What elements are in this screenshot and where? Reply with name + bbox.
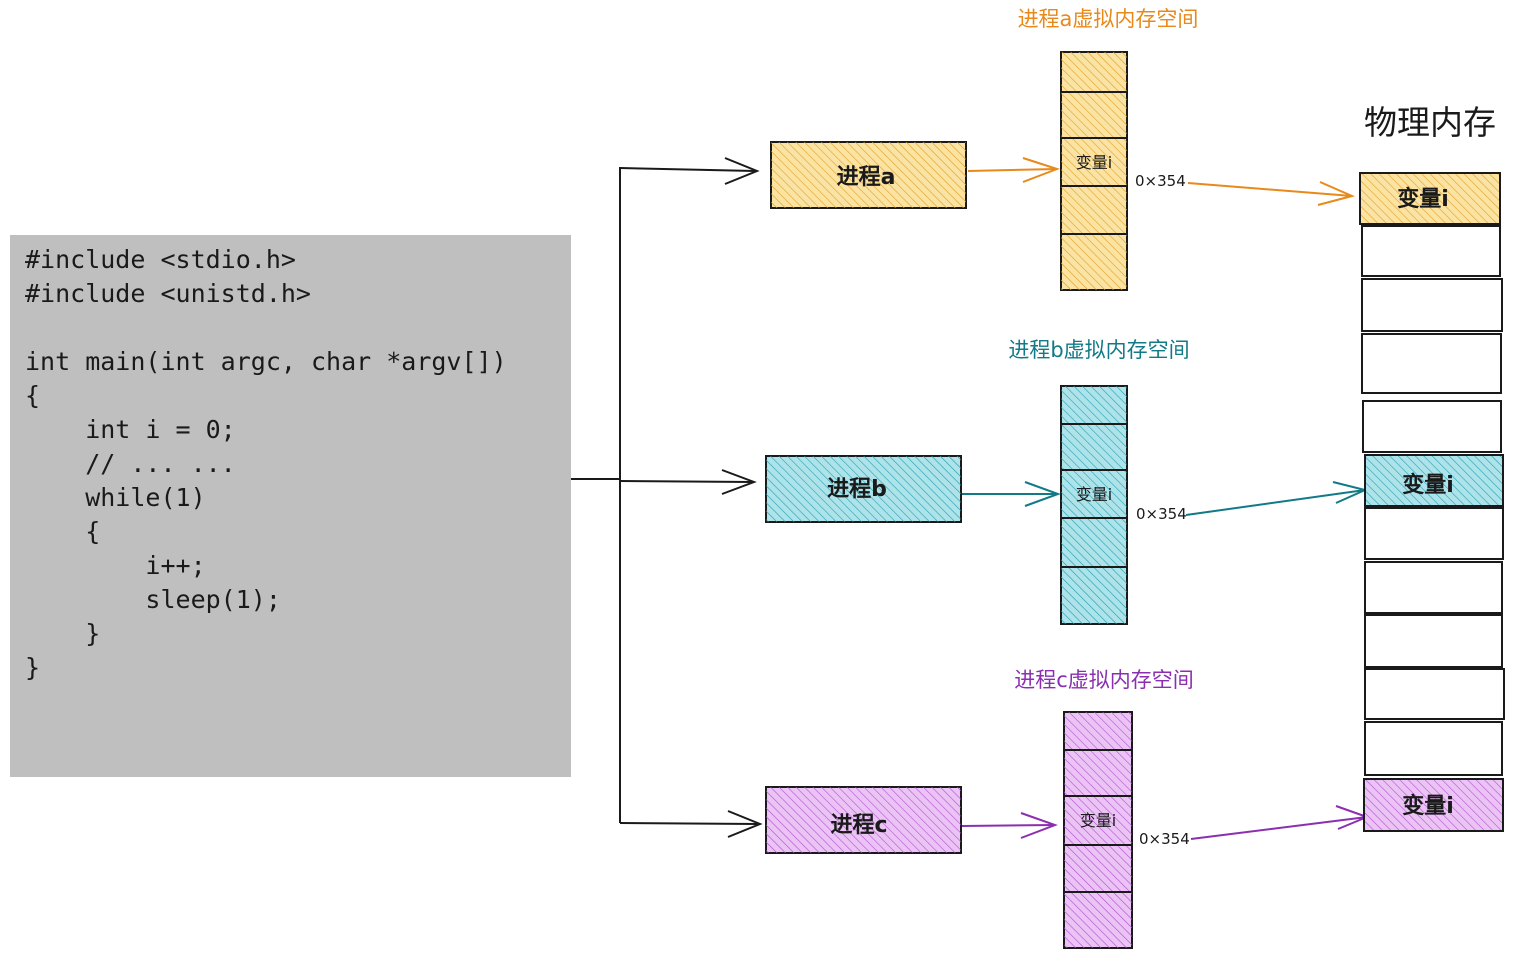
process-b-label: 进程b <box>827 477 887 502</box>
virtual-space-c-title: 进程c虚拟内存空间 <box>1014 668 1194 692</box>
virtual-memory-a: 变量i <box>1060 51 1128 291</box>
mapping-c-arrow <box>1190 805 1370 840</box>
address-a-label: 0×354 <box>1135 172 1186 190</box>
process-a-arrow <box>967 157 1061 183</box>
mapping-a-arrow <box>1187 181 1356 206</box>
physical-slot-c-label: 变量i <box>1402 793 1454 819</box>
process-c-arrow <box>961 812 1058 839</box>
virtual-memory-b: 变量i <box>1060 385 1128 625</box>
virtual-space-a-title: 进程a虚拟内存空间 <box>1018 7 1199 31</box>
physical-memory <box>1359 172 1505 832</box>
address-c-label: 0×354 <box>1139 830 1190 848</box>
virtual-b-slot-label: 变量i <box>1076 485 1112 504</box>
process-a: 进程a <box>770 141 967 209</box>
process-b: 进程b <box>765 455 962 523</box>
physical-slot-b-label: 变量i <box>1402 472 1454 498</box>
process-b-arrow <box>962 481 1061 507</box>
process-a-label: 进程a <box>837 165 896 190</box>
code-listing: #include <stdio.h> #include <unistd.h> i… <box>25 245 507 682</box>
virtual-space-b-title: 进程b虚拟内存空间 <box>1008 338 1189 362</box>
address-b-label: 0×354 <box>1136 505 1187 523</box>
physical-memory-title: 物理内存 <box>1364 103 1496 142</box>
virtual-c-slot-label: 变量i <box>1080 811 1116 830</box>
process-c-label: 进程c <box>830 813 887 838</box>
mapping-b-arrow <box>1185 481 1369 516</box>
branch-connector <box>571 157 763 838</box>
process-c: 进程c <box>765 786 962 854</box>
virtual-memory-c: 变量i <box>1063 711 1133 949</box>
code-panel: #include <stdio.h> #include <unistd.h> i… <box>10 235 571 777</box>
virtual-a-slot-label: 变量i <box>1076 153 1112 172</box>
physical-slot-a-label: 变量i <box>1397 186 1449 212</box>
